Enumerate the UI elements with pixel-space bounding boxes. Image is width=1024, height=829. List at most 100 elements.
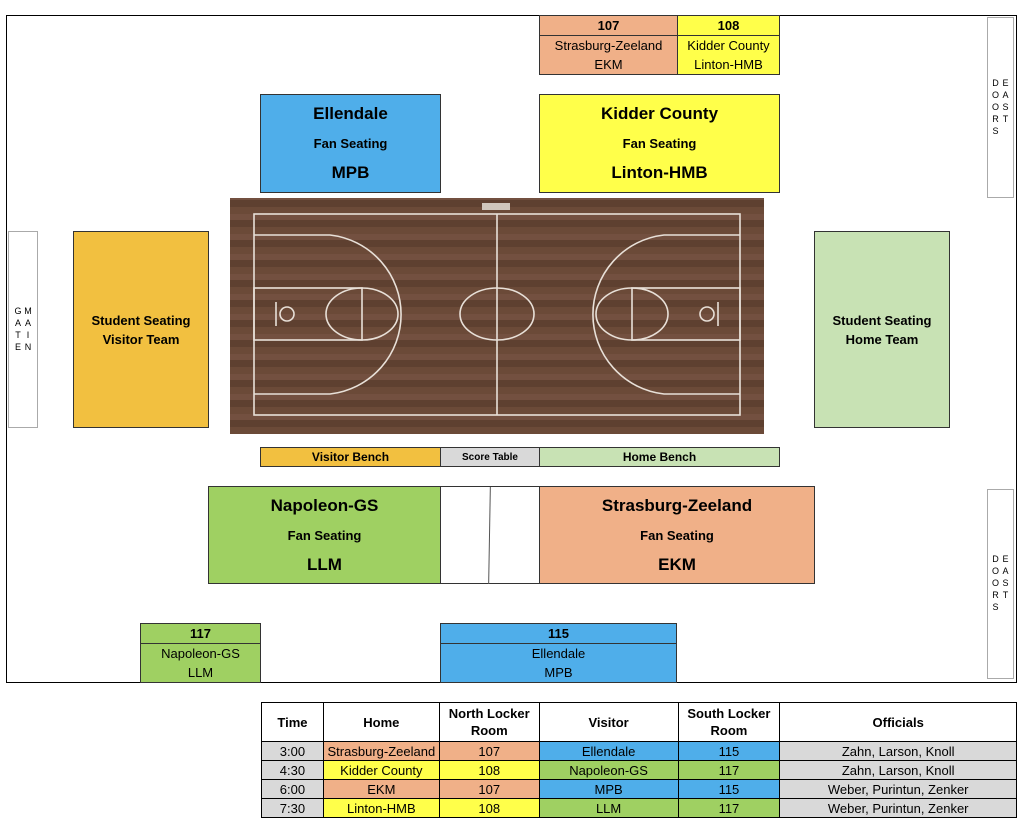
locker-team: Ellendale — [531, 646, 586, 661]
cell-south-locker: 115 — [677, 779, 781, 799]
game-schedule-table: Time Home North Locker Room Visitor Sout… — [261, 702, 1017, 818]
locker-number: 108 — [678, 16, 779, 36]
locker-number: 117 — [141, 624, 260, 644]
table-row: 6:00 EKM 107 MPB 115 Weber, Purintun, Ze… — [261, 779, 1017, 799]
fan-section-team: LLM — [307, 554, 342, 574]
fan-seating-ellendale: Ellendale Fan Seating MPB — [260, 94, 441, 193]
column-header-time: Time — [261, 702, 324, 742]
left-free-throw-circle — [325, 287, 399, 341]
cell-officials: Weber, Purintun, Zenker — [779, 798, 1017, 818]
cell-officials: Weber, Purintun, Zenker — [779, 779, 1017, 799]
visitor-bench-label: Visitor Bench — [311, 450, 390, 464]
cell-visitor: Ellendale — [538, 741, 679, 761]
cell-north-locker: 107 — [438, 779, 540, 799]
score-table-label: Score Table — [462, 451, 518, 463]
court-lines — [253, 203, 741, 416]
home-bench: Home Bench — [539, 447, 780, 467]
fan-section-team: EKM — [658, 554, 696, 574]
table-row: 4:30 Kidder County 108 Napoleon-GS 117 Z… — [261, 760, 1017, 780]
aisle-divider — [488, 486, 491, 585]
cell-visitor: LLM — [538, 798, 679, 818]
cell-south-locker: 117 — [677, 798, 781, 818]
door-label: EAST DOORS — [990, 77, 1011, 138]
cell-time: 3:00 — [261, 741, 324, 761]
fan-section-team: Linton-HMB — [611, 163, 708, 182]
column-header-home: Home — [322, 702, 440, 742]
student-seating-team: Visitor Team — [102, 331, 180, 347]
aisle — [440, 486, 540, 585]
fan-section-title: Napoleon-GS — [270, 495, 379, 515]
left-three-point-arc — [254, 234, 402, 395]
locker-team: Strasburg-Zeeland — [554, 38, 663, 53]
right-free-throw-circle — [595, 287, 669, 341]
fan-seating-strasburg-zeeland: Strasburg-Zeeland Fan Seating EKM — [539, 486, 815, 584]
table-header-row: Time Home North Locker Room Visitor Sout… — [261, 702, 1017, 742]
student-seating-team: Home Team — [845, 331, 919, 347]
scorers-mark — [482, 203, 510, 210]
student-seating-home: Student Seating Home Team — [814, 231, 950, 428]
cell-north-locker: 107 — [438, 741, 540, 761]
cell-north-locker: 108 — [438, 760, 540, 780]
fan-section-team: MPB — [331, 163, 370, 182]
cell-time: 6:00 — [261, 779, 324, 799]
fan-section-subtitle: Fan Seating — [640, 527, 714, 543]
main-gate: MAIN GATE — [8, 231, 38, 428]
right-key — [631, 287, 741, 341]
cell-officials: Zahn, Larson, Knoll — [779, 760, 1017, 780]
left-hoop — [279, 306, 295, 322]
cell-time: 4:30 — [261, 760, 324, 780]
cell-home: Linton-HMB — [322, 798, 440, 818]
fan-section-title: Strasburg-Zeeland — [601, 495, 753, 515]
east-doors-top: EAST DOORS — [987, 17, 1014, 198]
locker-room-117: 117 Napoleon-GS LLM — [140, 623, 261, 683]
student-seating-label: Student Seating — [832, 312, 932, 328]
fan-section-subtitle: Fan Seating — [622, 136, 697, 151]
locker-team: LLM — [187, 665, 214, 680]
locker-team: EKM — [594, 57, 623, 72]
locker-number: 115 — [441, 624, 676, 644]
column-header-visitor: Visitor — [538, 702, 679, 742]
right-three-point-arc — [592, 234, 740, 395]
locker-room-115: 115 Ellendale MPB — [440, 623, 677, 683]
table-row: 7:30 Linton-HMB 108 LLM 117 Weber, Purin… — [261, 798, 1017, 818]
locker-team: MPB — [544, 665, 573, 680]
column-header-north-locker-room: North Locker Room — [438, 702, 540, 742]
score-table: Score Table — [440, 447, 540, 467]
table-row: 3:00 Strasburg-Zeeland 107 Ellendale 115… — [261, 741, 1017, 761]
cell-home: Kidder County — [322, 760, 440, 780]
locker-number: 107 — [540, 16, 677, 36]
cell-south-locker: 115 — [677, 741, 781, 761]
fan-section-subtitle: Fan Seating — [287, 527, 362, 543]
door-label: MAIN GATE — [13, 305, 33, 354]
cell-north-locker: 108 — [438, 798, 540, 818]
column-header-south-locker-room: South Locker Room — [677, 702, 781, 742]
cell-home: EKM — [322, 779, 440, 799]
cell-visitor: Napoleon-GS — [538, 760, 679, 780]
east-doors-bottom: EAST DOORS — [987, 489, 1014, 679]
column-header-officials: Officials — [779, 702, 1017, 742]
locker-team: Napoleon-GS — [161, 646, 240, 661]
fan-section-subtitle: Fan Seating — [313, 136, 388, 151]
cell-home: Strasburg-Zeeland — [322, 741, 440, 761]
fan-seating-kidder-county: Kidder County Fan Seating Linton-HMB — [539, 94, 780, 193]
fan-seating-napoleon-gs: Napoleon-GS Fan Seating LLM — [208, 486, 441, 584]
right-hoop — [699, 306, 715, 322]
locker-room-108: 108 Kidder County Linton-HMB — [677, 15, 780, 75]
basketball-court — [230, 198, 764, 434]
visitor-bench: Visitor Bench — [260, 447, 441, 467]
locker-room-107: 107 Strasburg-Zeeland EKM — [539, 15, 678, 75]
home-bench-label: Home Bench — [622, 450, 697, 464]
cell-time: 7:30 — [261, 798, 324, 818]
locker-team: Linton-HMB — [694, 57, 763, 72]
fan-section-title: Ellendale — [313, 104, 388, 123]
cell-visitor: MPB — [538, 779, 679, 799]
left-key — [253, 287, 363, 341]
center-circle — [459, 287, 535, 341]
locker-team: Kidder County — [687, 38, 770, 53]
cell-officials: Zahn, Larson, Knoll — [779, 741, 1017, 761]
door-label: EAST DOORS — [990, 554, 1011, 614]
student-seating-label: Student Seating — [91, 312, 191, 328]
student-seating-visitor: Student Seating Visitor Team — [73, 231, 209, 428]
cell-south-locker: 117 — [677, 760, 781, 780]
fan-section-title: Kidder County — [600, 104, 719, 123]
